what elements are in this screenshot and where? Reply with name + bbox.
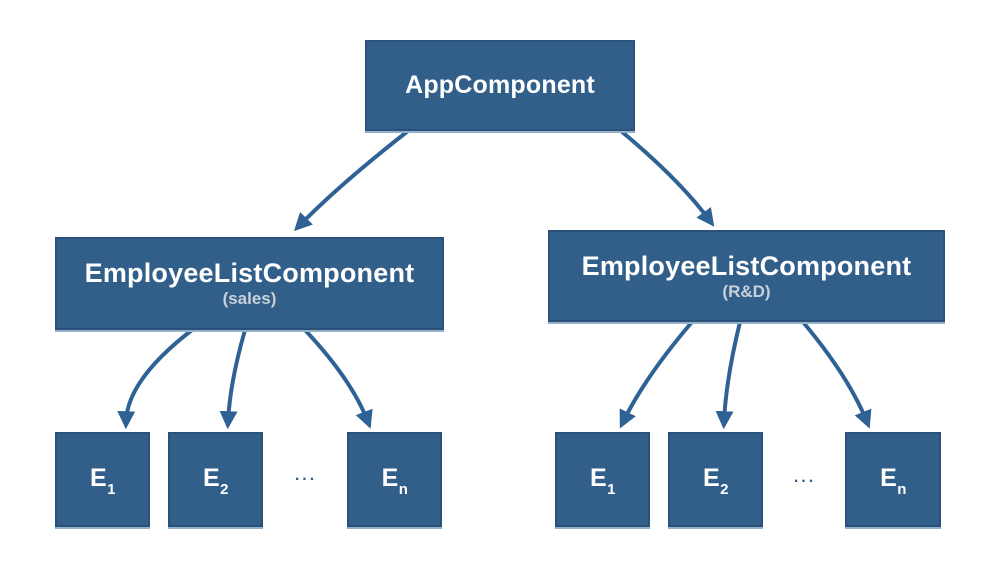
node-title: EmployeeListComponent bbox=[84, 258, 415, 288]
ellipsis-rnd: ... bbox=[793, 469, 817, 486]
node-employee-rnd-e2: E2 bbox=[668, 432, 763, 527]
arrow-root-to-sales bbox=[293, 129, 410, 232]
node-label: E1 bbox=[589, 463, 616, 498]
node-subtitle: (sales) bbox=[222, 289, 277, 308]
arrow-sales-to-e1 bbox=[117, 328, 194, 430]
node-appcomponent: AppComponent bbox=[365, 40, 635, 131]
ellipsis-sales: ... bbox=[294, 467, 318, 484]
arrow-rnd-to-e1 bbox=[619, 320, 694, 429]
node-employee-sales-en: En bbox=[347, 432, 442, 527]
node-employee-rnd-e1: E1 bbox=[555, 432, 650, 527]
node-title: EmployeeListComponent bbox=[581, 250, 912, 281]
node-label: En bbox=[880, 463, 907, 498]
node-employee-rnd-en: En bbox=[845, 432, 941, 527]
node-label: En bbox=[381, 463, 408, 498]
node-label: E1 bbox=[89, 463, 116, 498]
node-title: AppComponent bbox=[405, 71, 595, 99]
node-subtitle: (R&D) bbox=[722, 281, 771, 301]
node-label: E2 bbox=[702, 463, 729, 498]
node-employeelist-sales: EmployeeListComponent (sales) bbox=[55, 237, 444, 330]
arrow-sales-to-e2 bbox=[219, 329, 247, 430]
node-employee-sales-e1: E1 bbox=[55, 432, 150, 527]
node-employee-sales-e2: E2 bbox=[168, 432, 263, 527]
arrow-root-to-rnd bbox=[619, 129, 715, 227]
node-employeelist-rnd: EmployeeListComponent (R&D) bbox=[548, 230, 945, 322]
arrow-rnd-to-en bbox=[801, 320, 872, 429]
node-label: E2 bbox=[202, 463, 229, 498]
arrow-sales-to-en bbox=[303, 328, 373, 429]
arrow-rnd-to-e2 bbox=[715, 321, 742, 430]
